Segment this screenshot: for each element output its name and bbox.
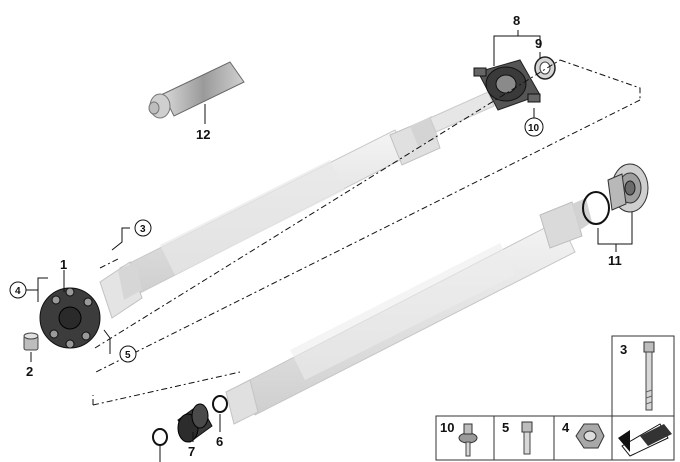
callout-3-circle: 3 [134, 219, 152, 237]
flange-bolt-icon[interactable] [458, 423, 478, 457]
legend-panel: 3 10 5 4 [435, 335, 675, 461]
legend-label-bolt-long: 3 [620, 342, 627, 357]
callout-5: 5 [125, 350, 131, 361]
callout-2: 2 [26, 364, 33, 379]
legend-label-bolt-short: 5 [502, 420, 509, 435]
leader-lines [26, 30, 633, 462]
callout-11: 11 [608, 253, 622, 268]
callout-5-circle: 5 [119, 345, 137, 363]
callout-8: 8 [513, 13, 520, 28]
flex-disc[interactable] [39, 287, 101, 349]
hex-nut-icon[interactable] [575, 423, 605, 449]
callout-3: 3 [140, 224, 146, 235]
legend-label-bolt-flange: 10 [440, 420, 454, 435]
callout-12: 12 [196, 127, 210, 142]
short-bolt-icon[interactable] [521, 421, 533, 455]
long-bolt-icon[interactable] [643, 341, 655, 411]
o-ring-small[interactable] [212, 395, 228, 413]
callout-10-circle: 10 [524, 117, 544, 137]
rear-flange[interactable] [582, 163, 649, 225]
callout-10: 10 [528, 123, 540, 134]
callout-9: 9 [535, 36, 542, 51]
callout-6: 6 [216, 434, 223, 449]
callout-1: 1 [60, 257, 67, 272]
dust-cap[interactable] [534, 56, 556, 80]
assembly-lines [92, 59, 641, 406]
centering-sleeve[interactable] [23, 332, 39, 351]
center-bearing[interactable] [473, 59, 541, 111]
arrow-corner-icon [618, 423, 672, 457]
grease-tube[interactable] [148, 61, 245, 119]
callout-7: 7 [188, 444, 195, 459]
o-ring-left[interactable] [152, 428, 168, 446]
front-propshaft[interactable] [99, 91, 495, 319]
callout-4: 4 [15, 286, 21, 297]
rear-propshaft[interactable] [225, 198, 592, 425]
rubber-boot[interactable] [177, 403, 213, 443]
callout-4-circle: 4 [9, 281, 27, 299]
legend-label-nut: 4 [562, 420, 570, 435]
